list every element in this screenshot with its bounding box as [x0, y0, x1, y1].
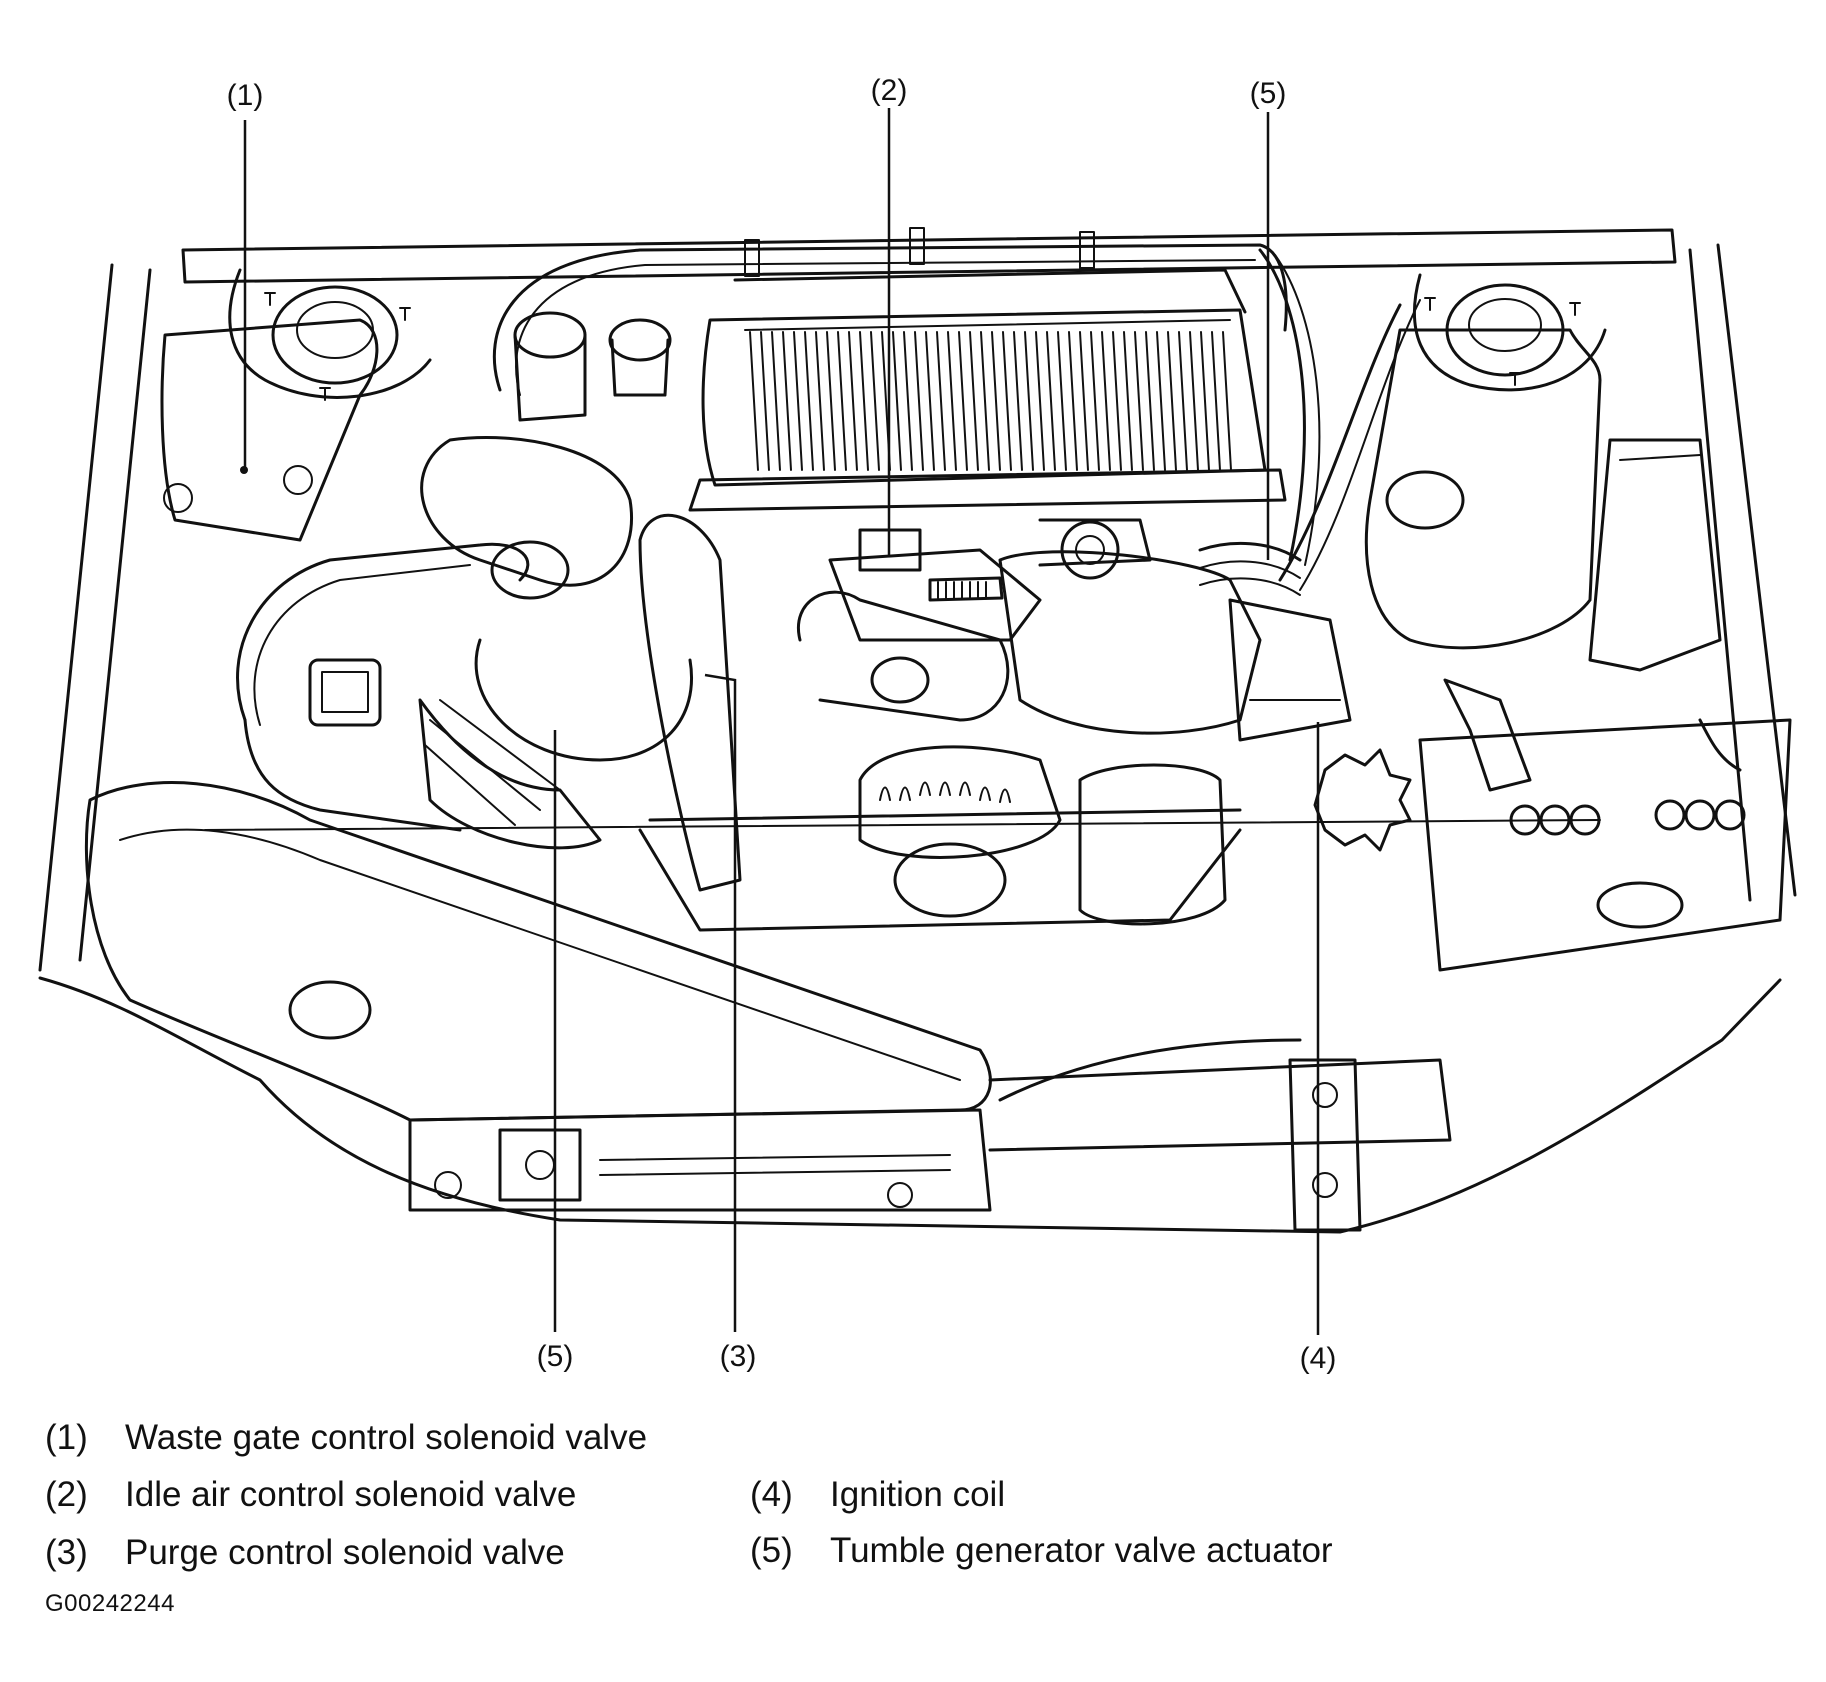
- intercooler-fin: [1123, 331, 1133, 471]
- callout-5-bottom: (5): [537, 1340, 574, 1373]
- intercooler-fin: [1167, 331, 1177, 471]
- intercooler-fin: [1057, 331, 1067, 471]
- intercooler-fin: [892, 331, 902, 471]
- intercooler-fin: [793, 331, 803, 471]
- intercooler-fin: [1101, 331, 1111, 471]
- intercooler-fin: [1024, 331, 1034, 471]
- leader-lines: [243, 108, 1320, 1335]
- legend-item-4: (4) Ignition coil: [750, 1475, 1005, 1515]
- intercooler-fin: [1145, 331, 1155, 471]
- battery: [1418, 678, 1792, 972]
- intercooler-fin: [1222, 331, 1232, 471]
- legend-number: (1): [45, 1418, 88, 1457]
- intercooler-fin: [837, 331, 847, 471]
- intercooler-fin: [1211, 331, 1221, 471]
- intercooler-fin: [1035, 331, 1045, 471]
- intercooler-fin: [980, 331, 990, 471]
- legend-label: Tumble generator valve actuator: [830, 1531, 1333, 1570]
- intercooler-fin: [760, 331, 770, 471]
- intercooler: [688, 268, 1287, 512]
- body-outline: [38, 228, 1797, 1234]
- legend-label: Idle air control solenoid valve: [125, 1475, 577, 1514]
- legend-item-5: (5) Tumble generator valve actuator: [750, 1531, 1333, 1571]
- front-bracket: [408, 1038, 1452, 1232]
- callout-2: (2): [871, 74, 908, 107]
- intercooler-fin: [804, 331, 814, 471]
- left-hose-loop: [236, 542, 530, 832]
- intercooler-fin: [1189, 331, 1199, 471]
- legend-number: (5): [750, 1531, 793, 1570]
- left-strut-tower: [228, 268, 432, 401]
- legend-number: (4): [750, 1475, 793, 1514]
- reservoir-tank: [1364, 328, 1722, 672]
- intake-left: [308, 311, 693, 850]
- intercooler-fin: [1013, 331, 1023, 471]
- intercooler-fin: [1112, 331, 1122, 471]
- intercooler-fin: [1002, 331, 1012, 471]
- left-air-duct: [84, 781, 992, 1122]
- right-manifold: [998, 518, 1412, 852]
- legend-label: Purge control solenoid valve: [125, 1533, 565, 1572]
- leader-3: [704, 673, 737, 1332]
- intercooler-fin: [903, 331, 913, 471]
- intercooler-fin: [1046, 331, 1056, 471]
- intercooler-fin: [991, 331, 1001, 471]
- legend-number: (3): [45, 1533, 88, 1572]
- intercooler-fin: [749, 331, 759, 471]
- callout-4: (4): [1300, 1342, 1337, 1375]
- hoses: [492, 227, 1421, 591]
- intercooler-fin: [1200, 331, 1210, 471]
- intercooler-fin: [914, 331, 924, 471]
- engine-center: [638, 513, 1242, 932]
- intercooler-fin: [1079, 331, 1089, 471]
- intercooler-fin: [947, 331, 957, 471]
- intercooler-fin: [969, 331, 979, 471]
- intercooler-fin: [870, 331, 880, 471]
- waste-gate-bracket: [160, 318, 379, 542]
- intercooler-fin: [782, 331, 792, 471]
- legend-item-2: (2) Idle air control solenoid valve: [45, 1475, 576, 1515]
- callout-5-top: (5): [1250, 77, 1287, 110]
- figure-id: G00242244: [45, 1590, 175, 1617]
- callout-1: (1): [227, 79, 264, 112]
- legend-label: Waste gate control solenoid valve: [125, 1418, 648, 1457]
- intercooler-fin: [958, 331, 968, 471]
- legend-item-1: (1) Waste gate control solenoid valve: [45, 1418, 647, 1458]
- intercooler-fin: [848, 331, 858, 471]
- legend-label: Ignition coil: [830, 1475, 1006, 1514]
- intercooler-fin: [771, 331, 781, 471]
- callout-3: (3): [720, 1340, 757, 1373]
- intercooler-fin: [826, 331, 836, 471]
- intercooler-fin: [815, 331, 825, 471]
- intercooler-fin: [1068, 331, 1078, 471]
- legend-number: (2): [45, 1475, 88, 1514]
- right-strut-tower: [1412, 273, 1607, 392]
- intercooler-fin: [936, 331, 946, 471]
- intercooler-fin: [925, 331, 935, 471]
- legend-item-3: (3) Purge control solenoid valve: [45, 1533, 565, 1573]
- intercooler-fin: [859, 331, 869, 471]
- intercooler-fin: [1134, 331, 1144, 471]
- intercooler-fin: [1090, 331, 1100, 471]
- intercooler-fin: [1178, 331, 1188, 471]
- intercooler-fin: [1156, 331, 1166, 471]
